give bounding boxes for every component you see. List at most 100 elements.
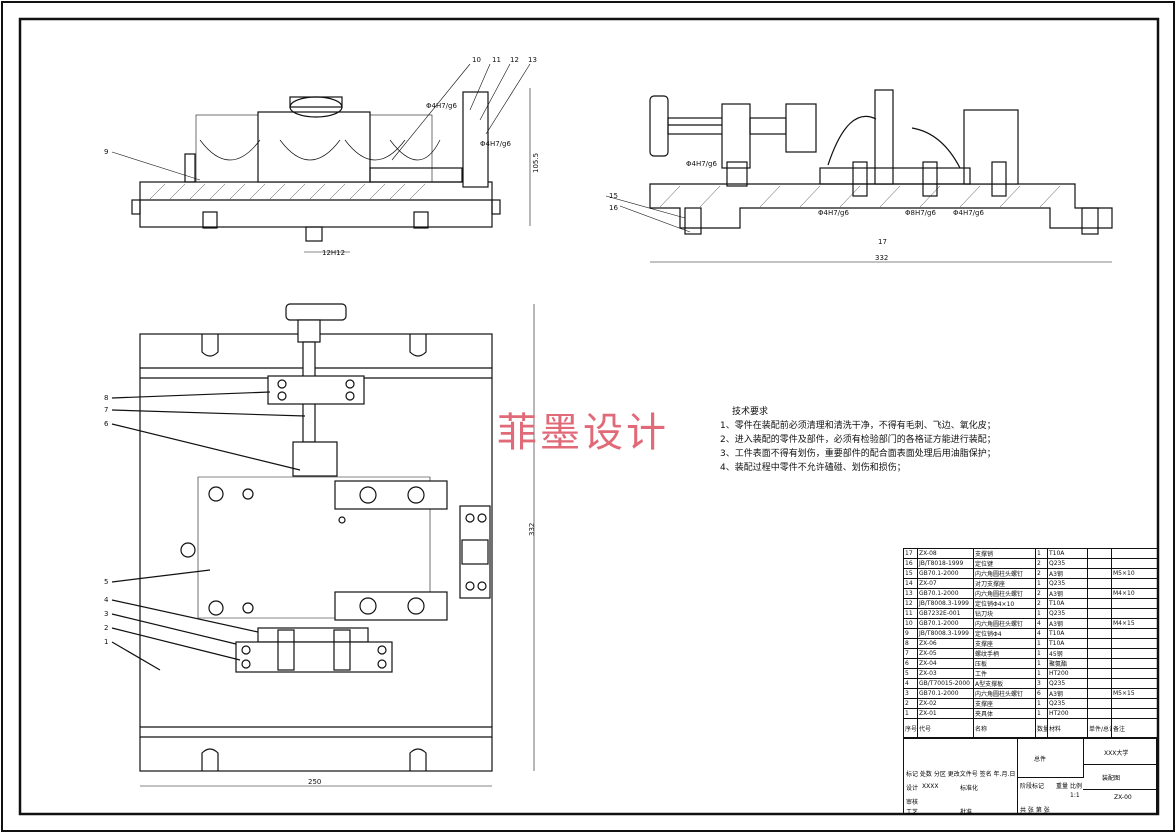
bom-cell: 螺纹手柄 xyxy=(973,648,1036,659)
bom-cell xyxy=(1111,698,1158,709)
note-item: 4、装配过程中零件不允许磕碰、划伤和损伤； xyxy=(720,463,906,473)
dim-fit-a-2: Φ4H7/g6 xyxy=(480,140,511,148)
bom-cell: 支撑座 xyxy=(973,698,1036,709)
label-10: 10 xyxy=(472,56,481,64)
bom-header-cell: 数量 xyxy=(1035,718,1048,738)
label-5: 5 xyxy=(104,578,108,586)
bom-cell: 内六角圆柱头螺钉 xyxy=(973,618,1036,629)
bom-cell: 3 xyxy=(903,688,918,699)
bom-cell: A3钢 xyxy=(1047,688,1088,699)
bom-cell xyxy=(1087,688,1112,699)
bom-cell xyxy=(1111,558,1158,569)
bom-cell: 2 xyxy=(1035,558,1048,569)
bom-cell: 12 xyxy=(903,598,918,609)
label-1: 1 xyxy=(104,638,108,646)
title-marks: 标记 处数 分区 更改文件号 签名 年.月.日 xyxy=(906,771,1016,778)
bom-cell: 压板 xyxy=(973,658,1036,669)
bom-cell: 聚氨酯 xyxy=(1047,658,1088,669)
bom-cell: 4 xyxy=(903,678,918,689)
bom-cell: 11 xyxy=(903,608,918,619)
label-4: 4 xyxy=(104,596,109,604)
bom-cell: GB7232E-001 xyxy=(917,608,974,619)
bom-cell xyxy=(1087,598,1112,609)
bom-cell: M4×10 xyxy=(1111,588,1158,599)
bom-cell: A3钢 xyxy=(1047,618,1088,629)
bom-cell: 2 xyxy=(903,698,918,709)
title-process: 工艺 xyxy=(906,809,919,816)
bom-cell: 17 xyxy=(903,548,918,559)
bom-cell xyxy=(1087,578,1112,589)
bom-cell: 定位键 xyxy=(973,558,1036,569)
bom-header-cell: 序号 xyxy=(903,718,918,738)
bom-cell: 4 xyxy=(1035,618,1048,629)
watermark-text: 菲墨设计 xyxy=(497,410,669,456)
bom-cell: 45钢 xyxy=(1047,648,1088,659)
bom-cell: Q235 xyxy=(1047,578,1088,589)
bom-cell xyxy=(1111,548,1158,559)
bom-cell: GB/T70015-2000 xyxy=(917,678,974,689)
bom-cell: JB/T8018-1999 xyxy=(917,558,974,569)
bom-cell xyxy=(1111,678,1158,689)
bom-header-cell: 单件/总计 重量 xyxy=(1087,718,1112,738)
section-view-right xyxy=(605,89,1113,263)
label-15: 15 xyxy=(609,192,618,200)
bom-cell xyxy=(1087,658,1112,669)
bom-cell: 对刀支撑座 xyxy=(973,578,1036,589)
bom-cell: T10A xyxy=(1047,638,1088,649)
dim-front-width: 250 xyxy=(308,778,321,786)
bom-cell xyxy=(1087,588,1112,599)
dim-front-height: 332 xyxy=(528,523,536,536)
bom-cell: 1 xyxy=(903,708,918,719)
bom-cell: Q235 xyxy=(1047,608,1088,619)
bom-cell: 1 xyxy=(1035,708,1048,719)
bom-cell: 5 xyxy=(903,668,918,679)
bom-cell xyxy=(1111,708,1158,719)
bom-cell: 定位销Φ4×10 xyxy=(973,598,1036,609)
bom-header-cell: 备注 xyxy=(1111,718,1158,738)
bom-cell: A型支撑板 xyxy=(973,678,1036,689)
bom-cell: A3钢 xyxy=(1047,568,1088,579)
label-6: 6 xyxy=(104,420,109,428)
title-scale-label: 比例 xyxy=(1070,783,1083,790)
bom-cell: 夹具体 xyxy=(973,708,1036,719)
bom-cell: GB70.1-2000 xyxy=(917,588,974,599)
bom-cell: 支撑座 xyxy=(973,638,1036,649)
title-review: 审核 xyxy=(906,799,919,806)
bom-cell: T10A xyxy=(1047,628,1088,639)
note-item: 2、进入装配的零件及部件，必须有检验部门的各格证方能进行装配； xyxy=(720,435,996,445)
bom-cell: 3 xyxy=(1035,678,1048,689)
bom-cell: 9 xyxy=(903,628,918,639)
bom-cell: T10A xyxy=(1047,598,1088,609)
title-drawing-no: ZX-00 xyxy=(1114,794,1132,801)
title-std: 标准化 xyxy=(960,785,979,792)
label-12: 12 xyxy=(510,56,519,64)
bom-cell: 支撑销 xyxy=(973,548,1036,559)
bom-cell xyxy=(1111,628,1158,639)
bom-cell xyxy=(1087,548,1112,559)
bom-cell: M4×15 xyxy=(1111,618,1158,629)
bom-cell: 14 xyxy=(903,578,918,589)
label-16: 16 xyxy=(609,204,618,212)
bom-cell: T10A xyxy=(1047,548,1088,559)
label-2: 2 xyxy=(104,624,108,632)
label-8: 8 xyxy=(104,394,108,402)
bom-cell: 定位销Φ4 xyxy=(973,628,1036,639)
bom-cell: 1 xyxy=(1035,548,1048,559)
title-designer: XXXX xyxy=(922,783,939,790)
bom-cell: ZX-04 xyxy=(917,658,974,669)
bom-header-row: 序号代号名称数量材料单件/总计 重量备注 xyxy=(903,718,1158,738)
label-9: 9 xyxy=(104,148,108,156)
bom-cell: 1 xyxy=(1035,658,1048,669)
bom-cell xyxy=(1087,608,1112,619)
bom-cell: JB/T8008.3-1999 xyxy=(917,598,974,609)
bom-cell: ZX-08 xyxy=(917,548,974,559)
bom-cell: M5×10 xyxy=(1111,568,1158,579)
bom-cell: 13 xyxy=(903,588,918,599)
